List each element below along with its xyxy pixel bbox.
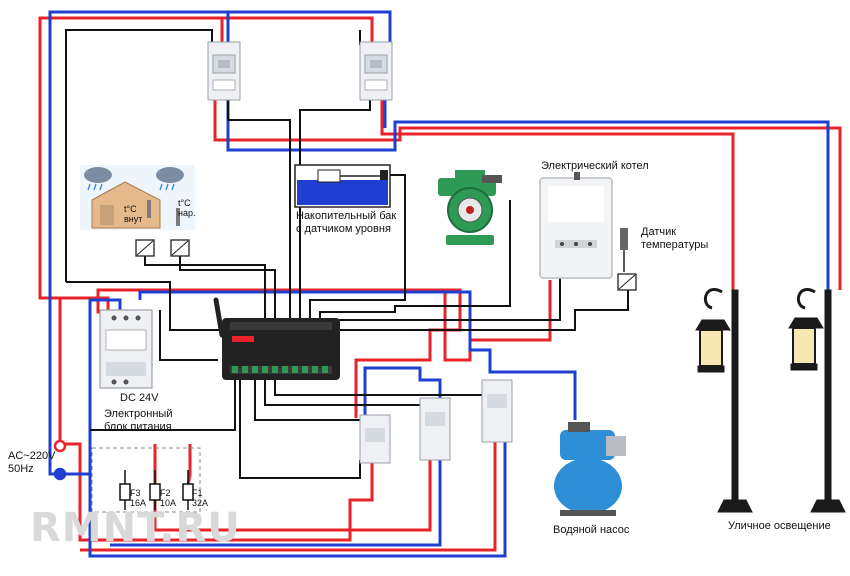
temp-sensor-label: Датчик температуры [641, 226, 708, 252]
fuse-f1-rating: 32A [192, 498, 209, 508]
temp-outside-line-2: нар. [178, 208, 196, 218]
tank-label-line-1: Накопительный бак [296, 210, 397, 222]
storage-tank [294, 164, 391, 208]
temp-relay-outside [170, 239, 190, 257]
contactor-3 [481, 379, 513, 443]
temp-sensor-label-line-1: Датчик [641, 226, 677, 238]
house-illustration [80, 165, 195, 230]
ac-input-line-2: 50Hz [8, 463, 34, 475]
fuse-f2-rating: 10A [160, 498, 177, 508]
tank-label: Накопительный бак с датчиком уровня [296, 210, 396, 236]
contactor-1 [359, 414, 391, 464]
fuse-f2-label: F2 10A [160, 488, 176, 508]
street-lamp-right [788, 288, 846, 513]
breaker-top-left [207, 41, 241, 101]
ac-input-terminals [53, 439, 67, 481]
ac-input-label: AC~220V 50Hz [8, 450, 55, 476]
temp-outside-line-1: t°C [178, 198, 191, 208]
temp-inside-line-2: внут [124, 214, 143, 224]
temp-sensor-label-line-2: температуры [641, 239, 709, 251]
neutral-wires [48, 10, 830, 558]
temp-inside-line-1: t°C [124, 204, 137, 214]
power-supply [99, 309, 153, 389]
electric-boiler [539, 172, 613, 279]
fuse-block [91, 447, 201, 513]
street-lamp-left [695, 288, 753, 513]
temp-inside-label: t°C внут [124, 204, 142, 224]
psu-label-line-1: Электронный [104, 408, 173, 420]
psu-label-line-2: блок питания [104, 421, 172, 433]
psu-label: Электронный блок питания [104, 408, 173, 434]
pump-label: Водяной насос [553, 524, 630, 536]
temp-outside-label: t°C нар. [178, 198, 195, 218]
fuse-f3-name: F3 [130, 488, 141, 498]
ac-input-line-1: AC~220V [8, 450, 56, 462]
contactor-2 [419, 397, 451, 461]
breaker-top-right [359, 41, 393, 101]
dc24-label: DC 24V [120, 392, 159, 404]
water-pump [554, 422, 626, 516]
lighting-label: Уличное освещение [728, 520, 831, 532]
fuse-f3-label: F3 16A [130, 488, 146, 508]
signal-wires [65, 29, 629, 479]
fuse-f2-name: F2 [160, 488, 171, 498]
fuse-f1-label: F1 32A [192, 488, 208, 508]
fuse-f3-rating: 16A [130, 498, 147, 508]
temp-relay-inside [135, 239, 155, 257]
boiler-temp-sensor [617, 228, 637, 291]
circulation-pump [438, 170, 502, 245]
gsm-controller [213, 297, 340, 380]
tank-label-line-2: с датчиком уровня [296, 223, 391, 235]
boiler-label: Электрический котел [541, 160, 649, 172]
watermark: RMNT.RU [30, 505, 241, 551]
fuse-f1-name: F1 [192, 488, 203, 498]
